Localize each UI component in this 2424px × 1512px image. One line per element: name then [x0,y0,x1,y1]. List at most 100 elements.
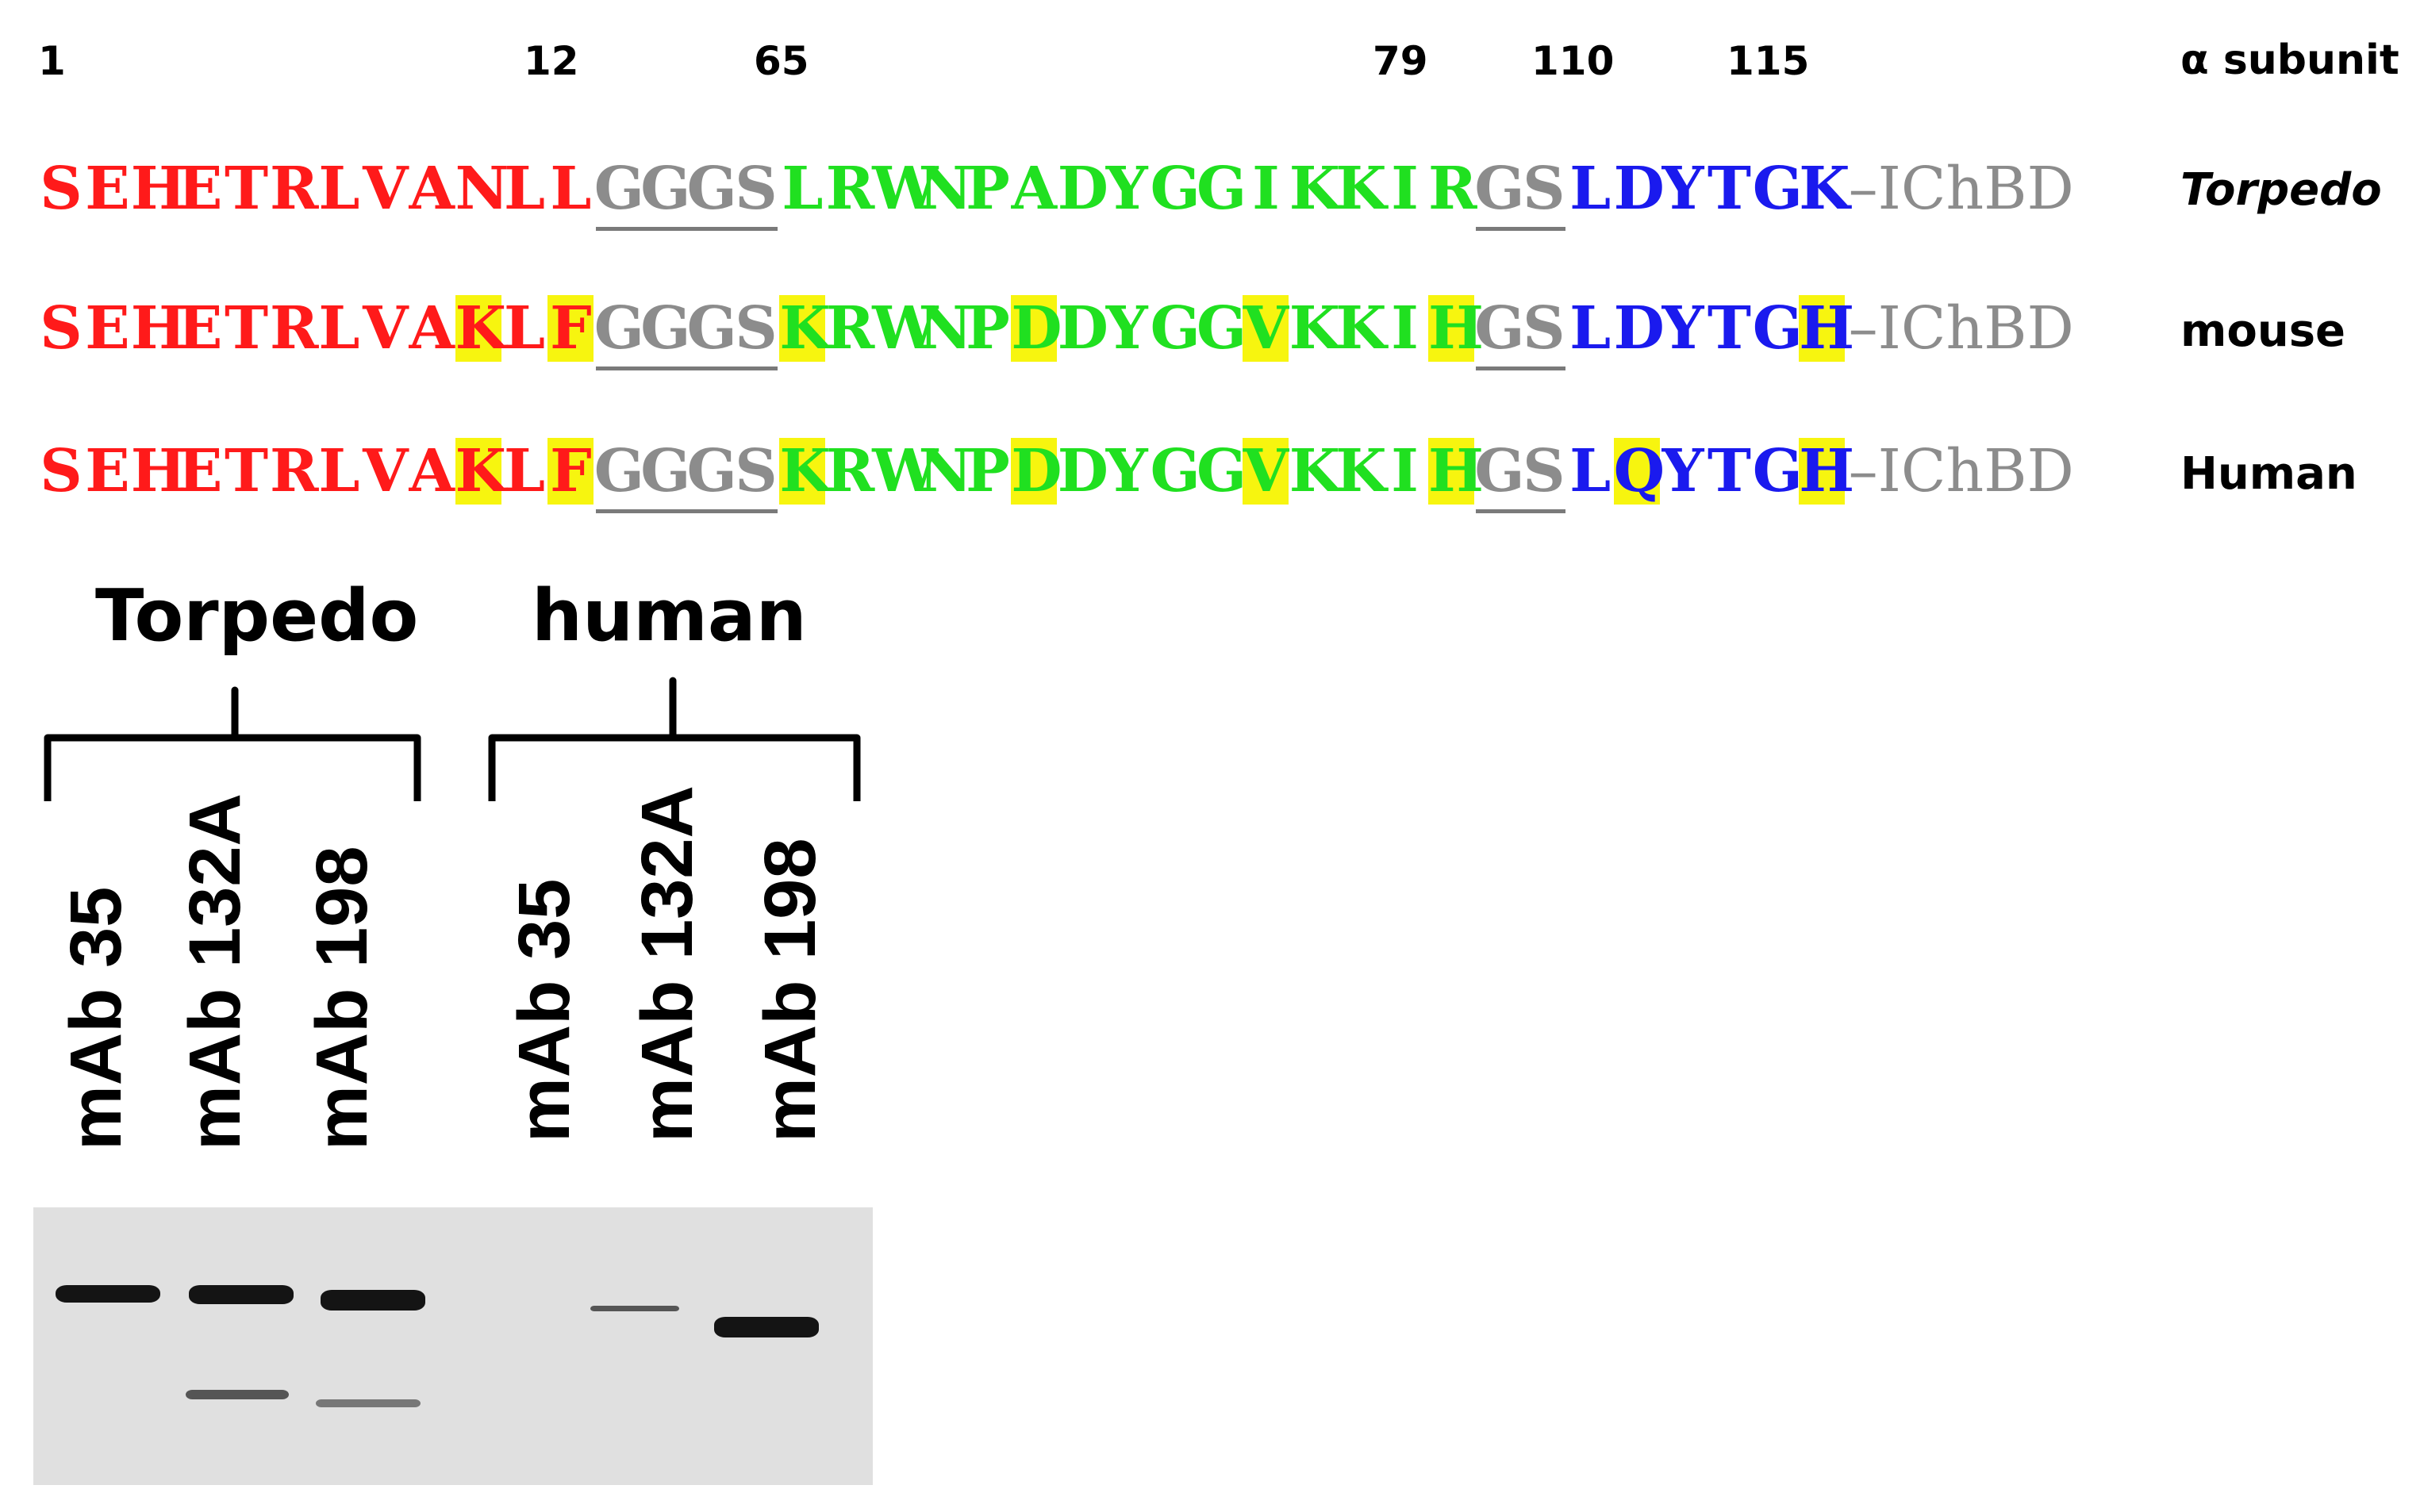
position-number: 110 [1531,38,1615,84]
blot-band [321,1290,425,1311]
residue: P [966,155,1010,223]
linker-underline [1476,509,1566,513]
residue: E [177,294,223,363]
group-label-torpedo: Torpedo [95,574,419,658]
residue: G [640,294,691,363]
residue: T [225,155,269,223]
blot-band [316,1399,421,1407]
linker-underline [595,227,778,231]
residue: V [363,294,409,363]
residue: S [1523,155,1565,223]
residue: R [270,437,319,505]
residue: G [1752,437,1803,505]
residue: Y [1661,294,1704,363]
position-number: 65 [754,38,809,84]
residue: L [1569,437,1612,505]
residue: G [1752,294,1803,363]
residue: F [547,438,594,505]
residue: R [270,155,319,223]
residue: V [1243,437,1289,505]
residue: L [318,437,360,505]
residue: H [1428,294,1484,363]
species-label-mouse: mouse [2180,305,2346,357]
residue: Y [1661,437,1704,505]
residue: N [918,155,973,223]
residue: S [1523,294,1565,363]
residue: T [225,294,269,363]
residue: I [1391,155,1419,223]
linker-underline [1476,227,1566,231]
residue: G [1474,155,1525,223]
residue: G [686,437,737,505]
residue: F [547,295,594,362]
residue: G [1474,437,1525,505]
residue: S [735,437,778,505]
residue: E [177,155,223,223]
residue: V [363,155,409,223]
residue: E [85,155,130,223]
residue: S [40,155,83,223]
residue: D [1057,155,1108,223]
residue: G [1752,155,1803,223]
subunit-label: α subunit [2180,36,2399,84]
blot-band [590,1306,679,1311]
residue: V [1243,294,1289,363]
residue: G [1474,294,1525,363]
ichbd-tail: –IChBD [1848,294,2074,363]
residue: G [686,294,737,363]
residue: G [640,437,691,505]
residue: T [1707,294,1751,363]
residue: V [363,437,409,505]
residue: Y [1105,437,1148,505]
residue: G [1150,294,1200,363]
residue: K [1335,155,1387,223]
blot-band [714,1317,819,1337]
residue: D [1057,294,1108,363]
lane-label-human-mab35: mAb 35 [504,878,585,1142]
residue: Y [1105,294,1148,363]
residue: K [1335,437,1387,505]
residue: I [1252,155,1280,223]
residue: A [409,437,455,505]
brace-human [488,677,861,801]
residue: K [1335,294,1387,363]
residue: G [1150,437,1200,505]
residue: A [1011,155,1058,223]
residue: S [735,155,778,223]
residue: G [594,437,644,505]
residue: I [1391,294,1419,363]
residue: K [1289,155,1341,223]
residue: K [455,437,506,505]
residue: S [735,294,778,363]
residue: L [503,294,546,363]
linker-underline [595,366,778,370]
lane-label-human-mab132a: mAb 132A [627,785,708,1142]
residue: G [594,294,644,363]
residue: S [1523,437,1565,505]
residue: L [1569,294,1612,363]
residue: K [1289,294,1341,363]
residue: R [1428,155,1477,223]
residue: E [85,294,130,363]
residue: G [686,155,737,223]
residue: K [455,294,506,363]
residue: G [1197,294,1247,363]
residue: L [503,155,546,223]
lane-label-torpedo-mab198: mAb 198 [302,846,382,1151]
residue: G [1197,437,1247,505]
residue: Q [1613,437,1665,505]
residue: K [779,294,831,363]
species-label-human: Human [2180,448,2357,500]
residue: K [1289,437,1341,505]
residue: I [1391,437,1419,505]
lane-label-torpedo-mab35: mAb 35 [56,886,136,1150]
blot-band [56,1285,160,1303]
residue: S [40,437,83,505]
residue: E [85,437,130,505]
residue: N [918,437,973,505]
residue: L [1569,155,1612,223]
western-blot-image [33,1207,873,1485]
